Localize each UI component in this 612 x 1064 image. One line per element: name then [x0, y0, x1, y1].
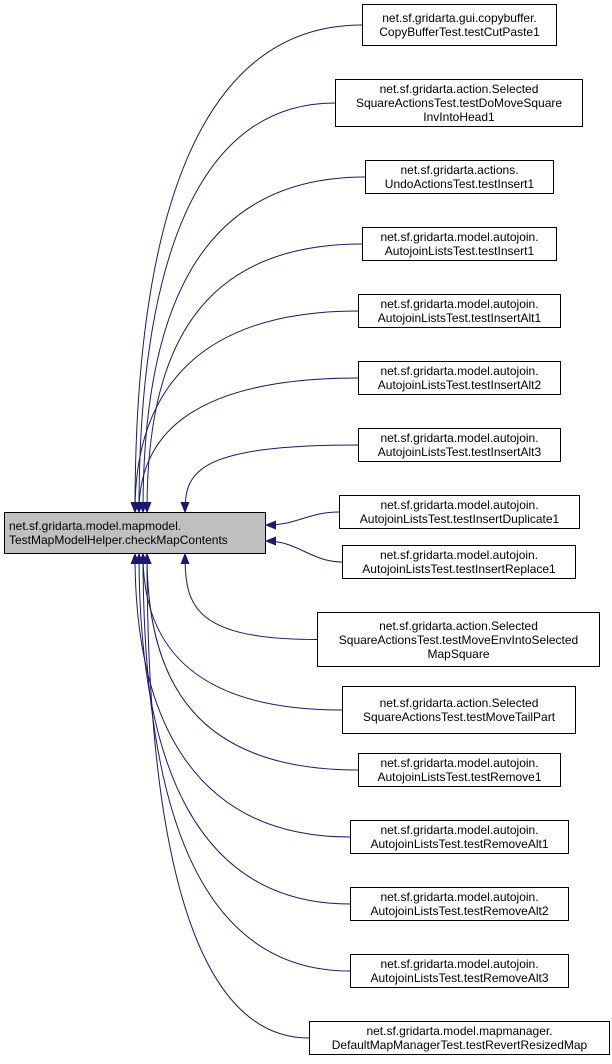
caller-node-autojoin-test-remove-alt1[interactable]: net.sf.gridarta.model.autojoin. Autojoin…	[350, 820, 569, 854]
call-edge-c15-to-main	[143, 555, 351, 972]
call-edge-c7-to-main	[185, 444, 359, 511]
caller-node-line: InvIntoHead1	[423, 110, 495, 124]
caller-node-line: SquareActionsTest.testDoMoveSquare	[355, 96, 563, 110]
call-edge-c2-to-main	[139, 102, 336, 511]
caller-node-line: net.sf.gridarta.model.autojoin.	[380, 823, 539, 837]
main-node-check-map-contents[interactable]: net.sf.gridarta.model.mapmodel. TestMapM…	[4, 512, 266, 554]
caller-node-autojoin-test-insert-alt2[interactable]: net.sf.gridarta.model.autojoin. Autojoin…	[358, 361, 561, 395]
caller-node-line: net.sf.gridarta.actions.	[400, 163, 519, 177]
call-edge-c13-to-main	[135, 555, 351, 838]
caller-node-line: SquareActionsTest.testMoveTailPart	[362, 710, 556, 724]
call-edge-c1-to-main	[135, 24, 363, 511]
caller-node-autojoin-test-insert-replace1[interactable]: net.sf.gridarta.model.autojoin. Autojoin…	[342, 545, 576, 579]
caller-node-copy-buffer-test-cut-paste1[interactable]: net.sf.gridarta.gui.copybuffer. CopyBuff…	[362, 4, 557, 46]
call-edge-c6-to-main	[139, 377, 359, 511]
caller-node-line: SquareActionsTest.testMoveEnvIntoSelecte…	[338, 632, 579, 647]
main-node-line-1: net.sf.gridarta.model.mapmodel.	[9, 519, 182, 533]
caller-node-line: net.sf.gridarta.model.autojoin.	[380, 431, 539, 445]
caller-node-line: CopyBufferTest.testCutPaste1	[379, 25, 540, 39]
caller-node-line: MapSquare	[427, 646, 490, 661]
caller-node-line: AutojoinListsTest.testInsertAlt1	[377, 311, 542, 325]
caller-node-line: AutojoinListsTest.testRemoveAlt1	[370, 837, 549, 851]
caller-node-line: DefaultMapManagerTest.testRevertResizedM…	[331, 1038, 588, 1052]
caller-node-line: net.sf.gridarta.action.Selected	[379, 618, 538, 633]
call-edge-c12-to-main	[147, 555, 359, 771]
caller-node-line: net.sf.gridarta.action.Selected	[379, 696, 539, 710]
caller-node-autojoin-test-remove1[interactable]: net.sf.gridarta.model.autojoin. Autojoin…	[358, 753, 561, 787]
caller-node-line: net.sf.gridarta.model.mapmanager.	[366, 1024, 553, 1038]
caller-node-line: net.sf.gridarta.gui.copybuffer.	[382, 11, 537, 25]
call-edge-c3-to-main	[143, 176, 366, 511]
caller-node-line: AutojoinListsTest.testRemove1	[377, 770, 542, 784]
caller-node-line: AutojoinListsTest.testRemoveAlt2	[370, 904, 549, 918]
caller-node-undo-actions-test-insert1[interactable]: net.sf.gridarta.actions. UndoActionsTest…	[365, 160, 554, 194]
caller-node-line: net.sf.gridarta.model.autojoin.	[380, 498, 539, 512]
caller-node-line: AutojoinListsTest.testInsertAlt2	[377, 378, 542, 392]
caller-node-do-move-square-inv-into-head1[interactable]: net.sf.gridarta.action.Selected SquareAc…	[335, 79, 583, 127]
caller-node-line: AutojoinListsTest.testInsert1	[384, 244, 535, 258]
caller-node-autojoin-test-insert-alt3[interactable]: net.sf.gridarta.model.autojoin. Autojoin…	[358, 428, 561, 462]
call-edge-c5-to-main	[135, 310, 359, 511]
caller-node-autojoin-test-remove-alt2[interactable]: net.sf.gridarta.model.autojoin. Autojoin…	[350, 887, 569, 921]
call-edge-c14-to-main	[139, 555, 351, 905]
caller-node-line: AutojoinListsTest.testInsertDuplicate1	[359, 512, 560, 526]
caller-node-line: AutojoinListsTest.testInsertAlt3	[377, 445, 542, 459]
call-edge-c16-to-main	[147, 555, 310, 1039]
caller-node-autojoin-test-insert-alt1[interactable]: net.sf.gridarta.model.autojoin. Autojoin…	[358, 294, 561, 328]
caller-node-line: net.sf.gridarta.model.autojoin.	[380, 230, 539, 244]
call-edge-c9-to-main	[267, 541, 343, 563]
caller-node-line: net.sf.gridarta.model.autojoin.	[380, 890, 539, 904]
caller-node-line: net.sf.gridarta.model.autojoin.	[380, 364, 539, 378]
caller-node-line: AutojoinListsTest.testRemoveAlt3	[370, 971, 549, 985]
caller-node-move-tail-part[interactable]: net.sf.gridarta.action.Selected SquareAc…	[342, 686, 576, 734]
caller-node-line: net.sf.gridarta.model.autojoin.	[380, 957, 539, 971]
call-edge-c8-to-main	[267, 511, 340, 525]
call-edge-c11-to-main	[143, 555, 343, 711]
caller-node-line: net.sf.gridarta.model.autojoin.	[380, 297, 539, 311]
call-edge-c4-to-main	[147, 243, 363, 511]
caller-node-line: UndoActionsTest.testInsert1	[384, 177, 535, 191]
main-node-line-2: TestMapModelHelper.checkMapContents	[9, 533, 228, 547]
caller-node-autojoin-test-remove-alt3[interactable]: net.sf.gridarta.model.autojoin. Autojoin…	[350, 954, 569, 988]
caller-node-revert-resized-map[interactable]: net.sf.gridarta.model.mapmanager. Defaul…	[309, 1021, 610, 1055]
caller-node-autojoin-test-insert-duplicate1[interactable]: net.sf.gridarta.model.autojoin. Autojoin…	[339, 495, 580, 529]
caller-node-line: AutojoinListsTest.testInsertReplace1	[362, 562, 556, 576]
caller-node-line: net.sf.gridarta.action.Selected	[379, 82, 539, 96]
caller-node-autojoin-test-insert1[interactable]: net.sf.gridarta.model.autojoin. Autojoin…	[362, 227, 557, 261]
caller-node-line: net.sf.gridarta.model.autojoin.	[380, 756, 539, 770]
caller-node-move-env-into-selected-map-square[interactable]: net.sf.gridarta.action.Selected SquareAc…	[317, 612, 600, 667]
call-edge-c10-to-main	[185, 555, 318, 640]
caller-node-line: net.sf.gridarta.model.autojoin.	[379, 548, 539, 562]
